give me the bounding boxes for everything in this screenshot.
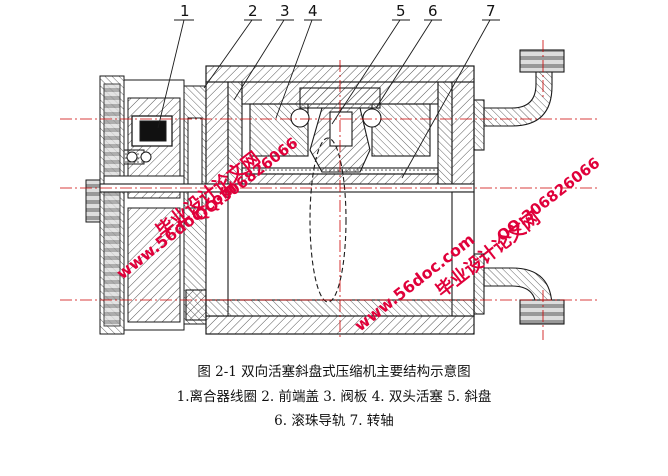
center-lines bbox=[60, 40, 600, 340]
part-number-4: 4 bbox=[308, 2, 318, 20]
mount-boss bbox=[185, 289, 207, 321]
leader-6 bbox=[375, 19, 433, 109]
piston-ball-front bbox=[290, 108, 310, 128]
swash-plate-sweep bbox=[309, 137, 347, 303]
leader-1 bbox=[157, 19, 185, 129]
swash-hub-bore bbox=[329, 111, 353, 147]
figure-legend-line-1: 1.离合器线圈 2. 前端盖 3. 阀板 4. 双头活塞 5. 斜盘 bbox=[176, 389, 492, 405]
part-number-5: 5 bbox=[396, 2, 406, 20]
pulley-lower-section bbox=[127, 207, 181, 323]
rear-valve-plate bbox=[437, 81, 453, 185]
figure-legend-line-2: 6. 滚珠导轨 7. 转轴 bbox=[274, 413, 394, 429]
part-number-2: 2 bbox=[248, 2, 258, 20]
figure-caption-title: 图 2-1 双向活塞斜盘式压缩机主要结构示意图 bbox=[197, 364, 471, 380]
part-number-6: 6 bbox=[428, 2, 438, 20]
part-number-1: 1 bbox=[180, 2, 190, 20]
bearing-ball bbox=[126, 151, 138, 163]
leader-lines bbox=[157, 19, 491, 179]
part-number-3: 3 bbox=[280, 2, 290, 20]
lower-fitting bbox=[483, 267, 565, 325]
pulley-grooves bbox=[103, 83, 121, 327]
lower-nut bbox=[519, 299, 565, 325]
upper-elbow bbox=[483, 69, 553, 127]
bearing-ball bbox=[140, 151, 152, 163]
shaft-nut bbox=[85, 179, 101, 223]
clutch-coil bbox=[139, 120, 167, 142]
leader-7 bbox=[401, 19, 491, 179]
part-number-7: 7 bbox=[486, 2, 496, 20]
piston-rear-head bbox=[371, 103, 431, 157]
shaft-collar bbox=[103, 175, 185, 185]
rear-end-cover bbox=[451, 81, 475, 185]
leader-5 bbox=[331, 19, 401, 125]
rear-boss-upper bbox=[473, 99, 485, 151]
piston-ball-rear bbox=[362, 108, 382, 128]
leader-4 bbox=[275, 19, 313, 119]
upper-nut bbox=[519, 49, 565, 73]
part-number-labels: 1 2 3 4 5 6 7 bbox=[174, 2, 500, 21]
upper-fitting bbox=[483, 49, 565, 127]
leader-2 bbox=[203, 19, 253, 89]
leader-3 bbox=[233, 19, 285, 101]
